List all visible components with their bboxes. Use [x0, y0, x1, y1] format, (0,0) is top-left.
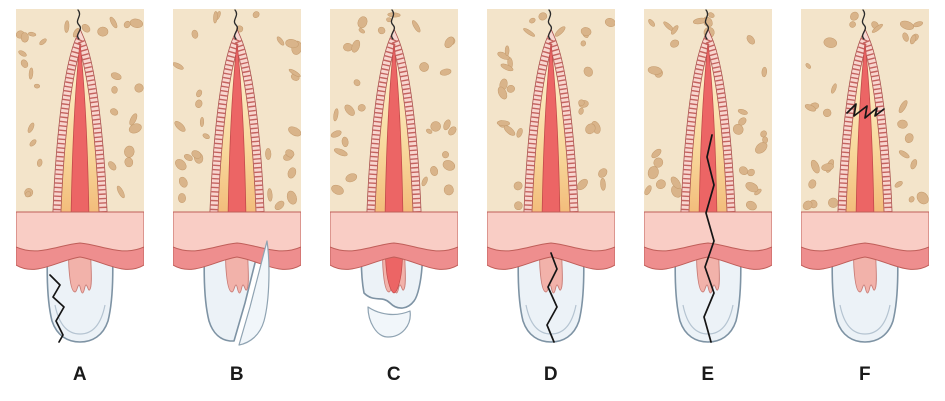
tooth-diagram: [173, 9, 301, 346]
bone-trabeculae: [496, 12, 615, 211]
panel-b: B: [173, 9, 301, 386]
tooth-diagram: [801, 9, 929, 343]
tooth-illustration-b: [173, 9, 301, 349]
enamel-inner-line: [839, 304, 891, 335]
panel-label-a: A: [72, 364, 88, 385]
panel-f: F: [801, 9, 929, 386]
tooth-diagram: [16, 9, 144, 343]
tooth-diagram: [487, 9, 615, 343]
apical-nerve: [547, 9, 553, 40]
panel-label-c: C: [386, 364, 402, 385]
gingiva-marginal: [16, 211, 144, 252]
tooth-illustration-e: [644, 9, 772, 349]
bone-trabeculae: [644, 12, 768, 211]
tooth-illustration-a: [16, 9, 144, 349]
periodontal-ligament: [522, 28, 580, 242]
panel-c: C: [330, 9, 458, 386]
apical-nerve: [861, 9, 867, 40]
periodontal-ligament: [51, 28, 109, 242]
gingiva-marginal: [487, 211, 615, 252]
gingiva-marginal: [330, 211, 458, 252]
panel-row: A B C D E F: [16, 9, 929, 386]
periodontal-ligament: [679, 28, 737, 242]
tooth-diagram: [644, 9, 772, 343]
apical-nerve: [76, 9, 82, 40]
tooth-diagram: [330, 9, 458, 338]
panel-label-b: B: [229, 364, 245, 385]
tooth-illustration-d: [487, 9, 615, 349]
fracture-line: [846, 103, 885, 119]
fractured-fragment: [238, 240, 270, 346]
apical-nerve: [233, 9, 239, 40]
gingiva-marginal: [173, 211, 301, 252]
bone-trabeculae: [330, 12, 457, 196]
bone-trabeculae: [16, 16, 144, 199]
gingiva-marginal: [644, 211, 772, 252]
tooth-illustration-f: [801, 9, 929, 349]
apical-nerve: [704, 9, 710, 40]
periodontal-ligament: [365, 28, 423, 242]
panel-a: A: [16, 9, 144, 386]
fracture-line: [546, 252, 558, 343]
tooth-illustration-c: [330, 9, 458, 349]
panel-label-f: F: [858, 364, 872, 385]
periodontal-ligament: [208, 28, 266, 242]
bone-trabeculae: [802, 11, 929, 211]
fracture-line: [703, 134, 715, 343]
panel-label-d: D: [543, 364, 559, 385]
panel-d: D: [487, 9, 615, 386]
periodontal-ligament: [836, 28, 894, 242]
bone-trabeculae: [173, 11, 301, 211]
apical-nerve: [390, 9, 396, 40]
gingiva-marginal: [801, 211, 929, 252]
panel-label-e: E: [701, 364, 715, 385]
panel-e: E: [644, 9, 772, 386]
fractured-fragment: [367, 306, 411, 338]
fracture-line: [49, 274, 65, 343]
enamel-inner-line: [54, 304, 106, 335]
